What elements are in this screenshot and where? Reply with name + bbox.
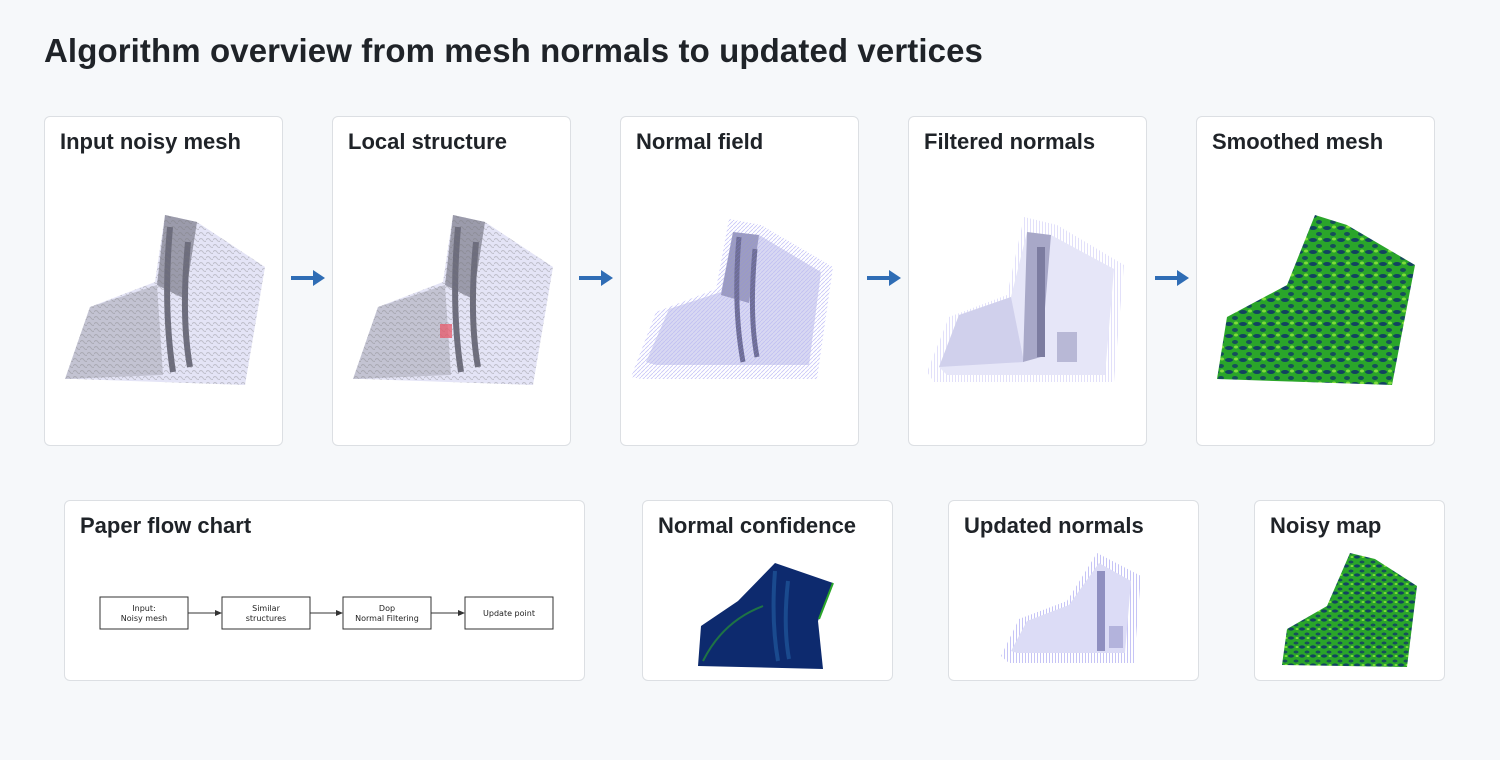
- card-updated-normals: Updated normals: [948, 500, 1199, 681]
- updated-normals-image: [1001, 553, 1141, 663]
- normal-field-image: [631, 219, 833, 379]
- page-title: Algorithm overview from mesh normals to …: [44, 32, 983, 69]
- local-structure-image: [353, 215, 553, 385]
- flow-step-label: Update point: [483, 609, 535, 618]
- card-title: Smoothed mesh: [1212, 129, 1384, 154]
- card-title: Local structure: [348, 129, 507, 154]
- card-paper-flow-chart: Paper flow chart Input:Noisy mesh Similar…: [64, 500, 585, 681]
- flow-step-label: Input:Noisy mesh: [121, 604, 168, 623]
- arrow-right-icon: [867, 270, 901, 286]
- local-patch-highlight: [440, 324, 452, 338]
- card-filtered-normals: Filtered normals: [908, 116, 1147, 446]
- card-normal-field: Normal field: [620, 116, 859, 446]
- noisy-mesh-image: [65, 215, 265, 385]
- card-local-structure: Local structure: [332, 116, 571, 446]
- card-title: Updated normals: [964, 513, 1144, 538]
- card-title: Noisy map: [1270, 513, 1382, 538]
- flow-step-box: [342, 596, 432, 630]
- smoothed-mesh-colormap-image: [1217, 215, 1415, 385]
- flow-step-box: [464, 596, 554, 630]
- arrow-right-icon: [291, 270, 325, 286]
- card-title: Input noisy mesh: [60, 129, 241, 154]
- card-title: Normal confidence: [658, 513, 857, 538]
- arrow-right-icon: [579, 270, 613, 286]
- card-title: Filtered normals: [924, 129, 1096, 154]
- card-normal-confidence: Normal confidence: [642, 500, 893, 681]
- card-smoothed-mesh: Smoothed mesh: [1196, 116, 1435, 446]
- normal-confidence-image: [698, 563, 834, 669]
- flow-step-box: [221, 596, 311, 630]
- flow-step-box: [99, 596, 189, 630]
- arrow-right-icon: [1155, 270, 1189, 286]
- noisy-map-image: [1282, 553, 1417, 667]
- card-input-noisy-mesh: Input noisy mesh: [44, 116, 283, 446]
- card-title: Normal field: [636, 129, 764, 154]
- filtered-normals-image: [927, 217, 1124, 382]
- card-title: Paper flow chart: [80, 513, 252, 538]
- card-noisy-map: Noisy map: [1254, 500, 1445, 681]
